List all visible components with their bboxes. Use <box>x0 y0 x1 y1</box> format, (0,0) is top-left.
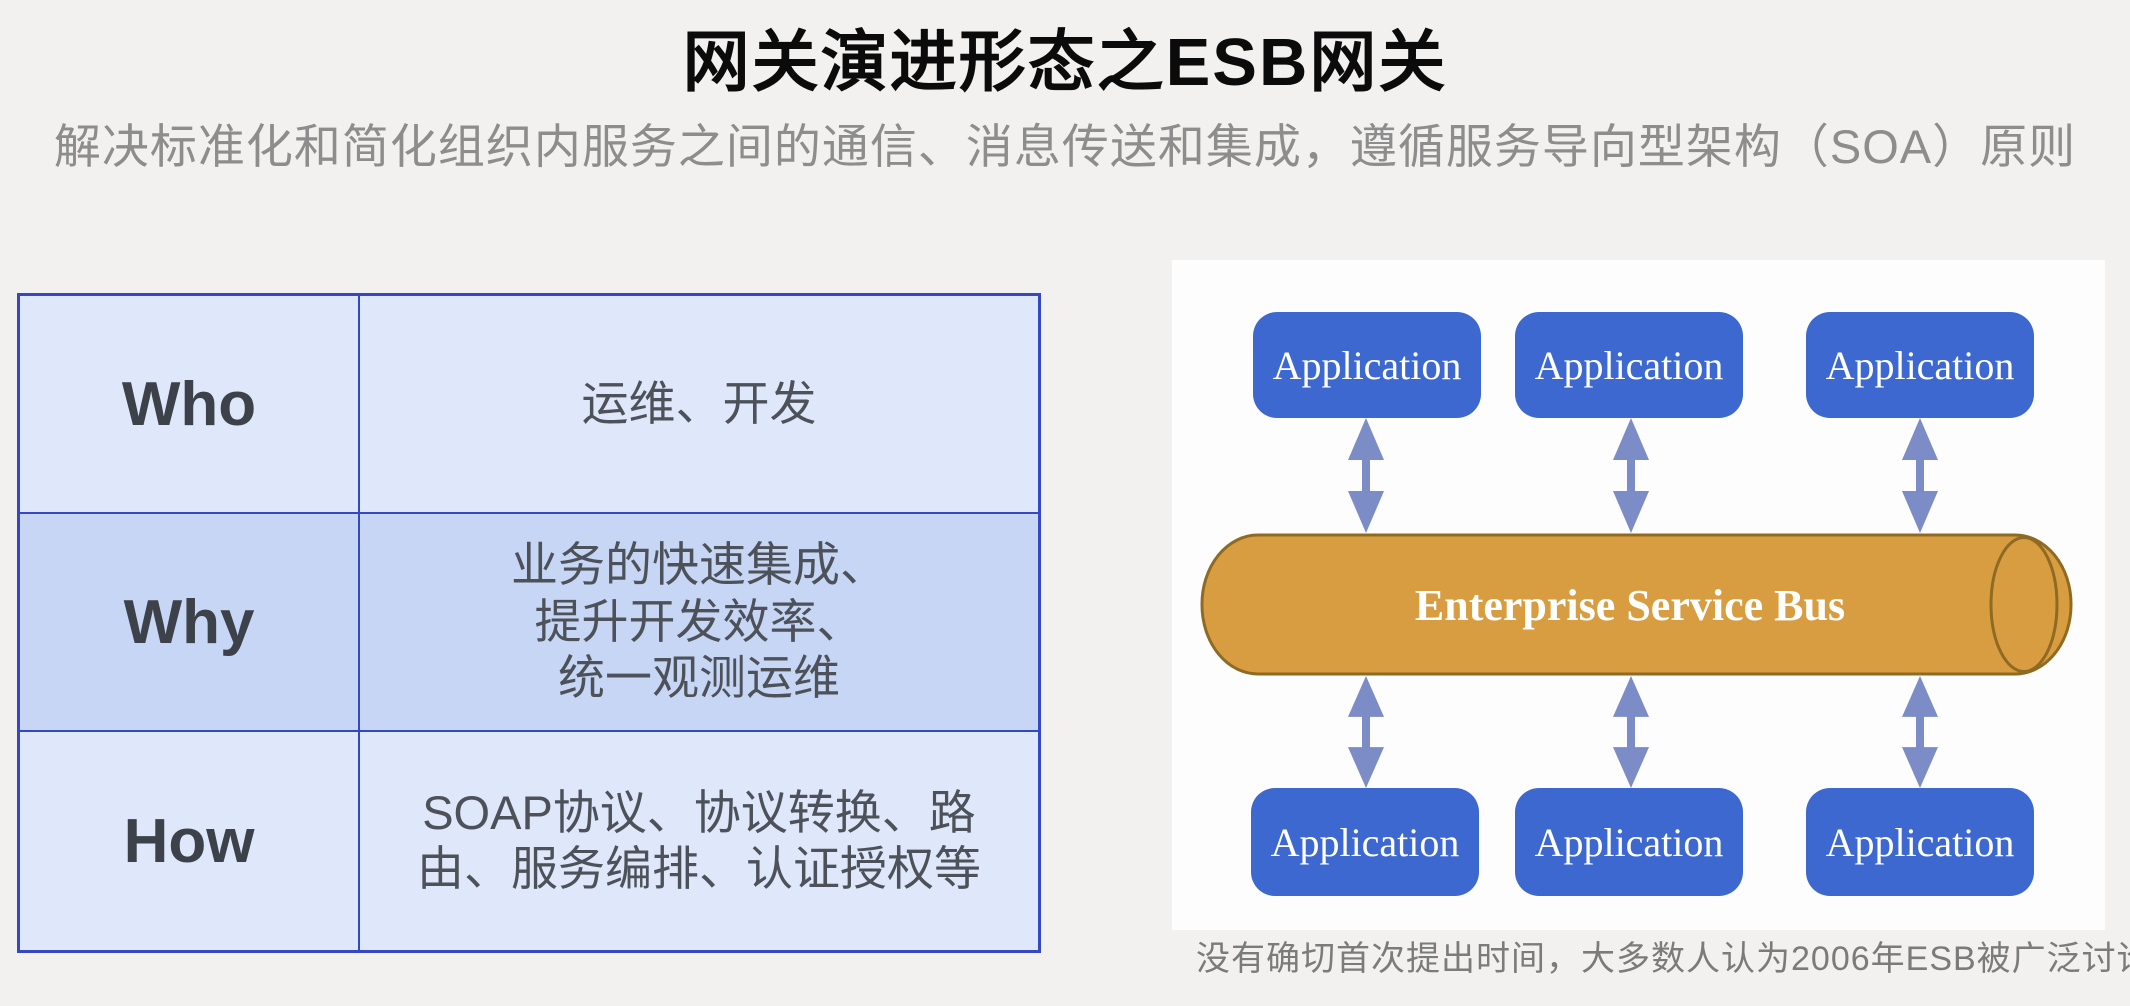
how-label: How <box>123 806 255 876</box>
application-box-bottom-3: Application <box>1806 788 2034 896</box>
application-box-top-1: Application <box>1253 312 1481 418</box>
application-box-top-2: Application <box>1515 312 1743 418</box>
double-arrow-icon <box>1609 418 1653 533</box>
table-cell-why-content: 业务的快速集成、 提升开发效率、 统一观测运维 <box>360 514 1038 732</box>
page-subtitle: 解决标准化和简化组织内服务之间的通信、消息传送和集成，遵循服务导向型架构（SOA… <box>53 120 2077 173</box>
page-title: 网关演进形态之ESB网关 <box>682 25 1448 100</box>
table-cell-who-label: Who <box>20 296 360 514</box>
how-content-line: SOAP协议、协议转换、路 <box>422 785 976 839</box>
why-content-line: 统一观测运维 <box>558 651 840 705</box>
esb-diagram-panel: Application Application Application Ente… <box>1172 260 2105 930</box>
application-box-label: Application <box>1825 342 2015 388</box>
why-content-line: 业务的快速集成、 <box>511 538 887 592</box>
application-box-bottom-2: Application <box>1515 788 1743 896</box>
double-arrow-icon <box>1898 418 1942 533</box>
application-box-bottom-1: Application <box>1251 788 1479 896</box>
why-content-line: 提升开发效率、 <box>534 594 864 648</box>
double-arrow-icon <box>1344 676 1388 788</box>
table-cell-why-label: Why <box>20 514 360 732</box>
why-label: Why <box>123 587 255 657</box>
enterprise-service-bus-label: Enterprise Service Bus <box>1415 581 1845 630</box>
how-content-line: 由、服务编排、认证授权等 <box>417 842 981 895</box>
enterprise-service-bus-cylinder: Enterprise Service Bus <box>1200 533 2073 676</box>
table-cell-who-content: 运维、开发 <box>360 296 1038 514</box>
table-cell-how-label: How <box>20 732 360 950</box>
double-arrow-icon <box>1609 676 1653 788</box>
double-arrow-icon <box>1344 418 1388 533</box>
diagram-caption: 没有确切首次提出时间，大多数人认为2006年ESB被广泛讨论 <box>1196 940 2130 978</box>
application-box-label: Application <box>1825 819 2015 865</box>
who-content-line: 运维、开发 <box>581 376 817 430</box>
application-box-top-3: Application <box>1806 312 2034 418</box>
who-why-how-table: Who 运维、开发 Why 业务的快速集成、 提升开发效率、 统一观测运维 Ho… <box>17 293 1041 953</box>
table-cell-how-content: SOAP协议、协议转换、路 由、服务编排、认证授权等 <box>360 732 1038 950</box>
double-arrow-icon <box>1898 676 1942 788</box>
application-box-label: Application <box>1272 342 1462 388</box>
application-box-label: Application <box>1534 342 1724 388</box>
application-box-label: Application <box>1534 819 1724 865</box>
application-box-label: Application <box>1270 819 1460 865</box>
who-label: Who <box>121 369 257 439</box>
